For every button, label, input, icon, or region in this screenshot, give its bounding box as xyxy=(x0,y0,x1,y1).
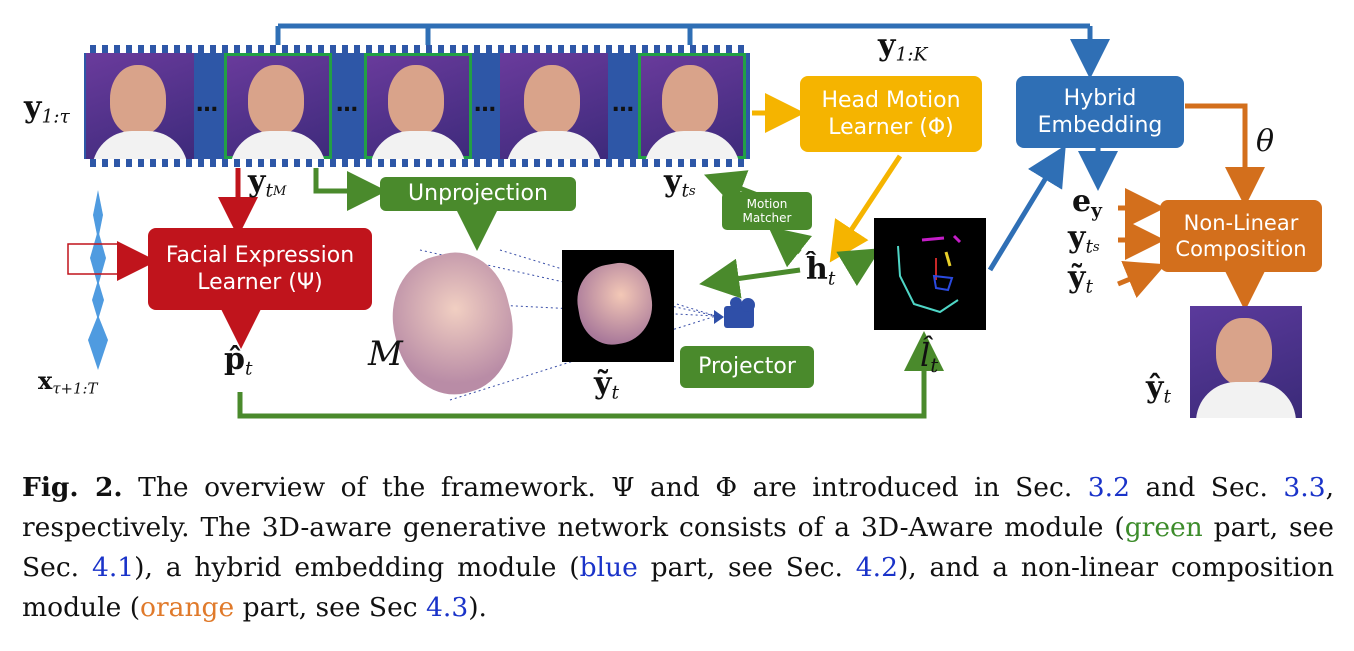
lt-to-hybrid-arrow xyxy=(987,145,1066,272)
label-mesh-M: M xyxy=(368,334,403,374)
caption-green-word: green xyxy=(1124,512,1203,543)
label-ytilde-projected: ỹt xyxy=(594,366,619,404)
shirt-shape xyxy=(370,131,466,159)
label-ytilde-input: ỹt xyxy=(1068,260,1093,298)
section-ref-link[interactable]: 4.2 xyxy=(855,552,898,583)
non-linear-composition-box: Non-Linear Composition xyxy=(1160,200,1322,272)
figure-caption: Fig. 2. The overview of the framework. Ψ… xyxy=(22,468,1334,628)
video-frame xyxy=(86,53,194,159)
orange-connectors xyxy=(1117,103,1265,311)
box-label-line: Hybrid xyxy=(1063,85,1137,111)
box-label: Projector xyxy=(698,354,796,380)
box-label-line: Motion xyxy=(746,196,788,211)
caption-text: and Sec. xyxy=(1129,472,1284,503)
figure-label: Fig. 2. xyxy=(22,472,123,503)
unprojection-box: Unprojection xyxy=(380,177,576,211)
camera-icon xyxy=(714,297,755,328)
section-ref-link[interactable]: 3.3 xyxy=(1283,472,1326,503)
box-label-line: Non-Linear xyxy=(1183,210,1299,235)
caption-text: The overview of the framework. Ψ and Φ a… xyxy=(122,472,1088,503)
label-y1K: y1:K xyxy=(878,28,928,66)
label-y1tau: y1:τ xyxy=(24,90,70,128)
face-shape xyxy=(248,65,304,135)
caption-orange-word: orange xyxy=(140,592,235,623)
ellipsis: … xyxy=(196,92,218,117)
video-frame xyxy=(500,53,608,159)
box-label-line: Learner (Ψ) xyxy=(197,270,323,295)
label-yts: yts xyxy=(664,164,696,202)
label-ytM: ytM xyxy=(248,164,287,202)
caption-text: part, see Sec. xyxy=(22,512,1334,583)
label-yhat-output: ŷt xyxy=(1146,370,1171,408)
box-label-line: Facial Expression xyxy=(165,242,355,268)
facial-expression-learner-box: Facial Expression Learner (Ψ) xyxy=(148,228,372,310)
box-label-line: Embedding xyxy=(1037,113,1163,138)
caption-text: , respectively. The 3D-aware generative … xyxy=(22,472,1335,543)
green-connectors xyxy=(237,168,944,419)
shirt-shape xyxy=(230,131,326,159)
section-ref-link[interactable]: 3.2 xyxy=(1087,472,1130,503)
box-label-line: Matcher xyxy=(742,211,792,225)
caption-text: ), a hybrid embedding module ( xyxy=(134,552,580,583)
face-shape xyxy=(524,65,580,135)
caption-text: ), and a non-linear composition module ( xyxy=(22,552,1335,623)
projector-box: Projector xyxy=(680,346,814,388)
box-label-line: Head Motion xyxy=(821,87,961,113)
video-frame-selected xyxy=(224,53,332,159)
box-label-line: Learner (Φ) xyxy=(828,115,954,140)
landmark-sketch xyxy=(897,234,962,314)
framework-figure: … … … … Head Motion Learner (Φ) Hybrid E… xyxy=(24,23,1322,419)
section-ref-link[interactable]: 4.1 xyxy=(91,552,135,583)
ellipsis: … xyxy=(336,92,358,117)
label-x-audio: xτ+1:T xyxy=(38,366,98,398)
blue-top-connector xyxy=(275,23,1110,79)
shirt-shape xyxy=(92,131,188,159)
hybrid-embedding-box: Hybrid Embedding xyxy=(1016,76,1184,148)
caption-text: ). xyxy=(468,592,487,623)
label-pt: p̂t xyxy=(224,342,253,380)
head-motion-learner-box: Head Motion Learner (Φ) xyxy=(800,76,982,152)
caption-blue-word: blue xyxy=(579,552,638,583)
face-shape xyxy=(388,65,444,135)
video-frame-selected xyxy=(638,53,746,159)
audio-waveform xyxy=(88,190,108,370)
box-label-line: Composition xyxy=(1175,237,1307,261)
audio-window xyxy=(67,243,119,275)
shirt-shape xyxy=(644,131,740,159)
label-yts-input: yts xyxy=(1068,220,1100,258)
motion-matcher-box: Motion Matcher xyxy=(722,192,812,230)
projected-face-image xyxy=(562,250,674,362)
label-ht: ĥt xyxy=(806,252,836,290)
section-ref-link[interactable]: 4.3 xyxy=(426,592,469,623)
caption-text: part, see Sec. xyxy=(637,552,856,583)
head-to-ht-arrow xyxy=(829,154,903,263)
shirt-shape xyxy=(506,131,602,159)
film-perforation-top xyxy=(84,45,750,53)
face-shape xyxy=(662,65,718,135)
output-face-image xyxy=(1190,306,1302,418)
box-label: Unprojection xyxy=(408,181,548,207)
3d-face-mesh xyxy=(366,236,548,408)
film-perforation-bottom xyxy=(84,159,750,167)
caption-text: part, see Sec xyxy=(234,592,427,623)
face-shape xyxy=(110,65,166,135)
video-frame-selected xyxy=(364,53,472,159)
ellipsis: … xyxy=(612,92,634,117)
label-lt: l̂t xyxy=(920,336,939,377)
label-theta: θ xyxy=(1256,124,1275,159)
label-ey: ey xyxy=(1072,184,1102,222)
landmark-image xyxy=(874,218,986,330)
ellipsis: … xyxy=(474,92,496,117)
